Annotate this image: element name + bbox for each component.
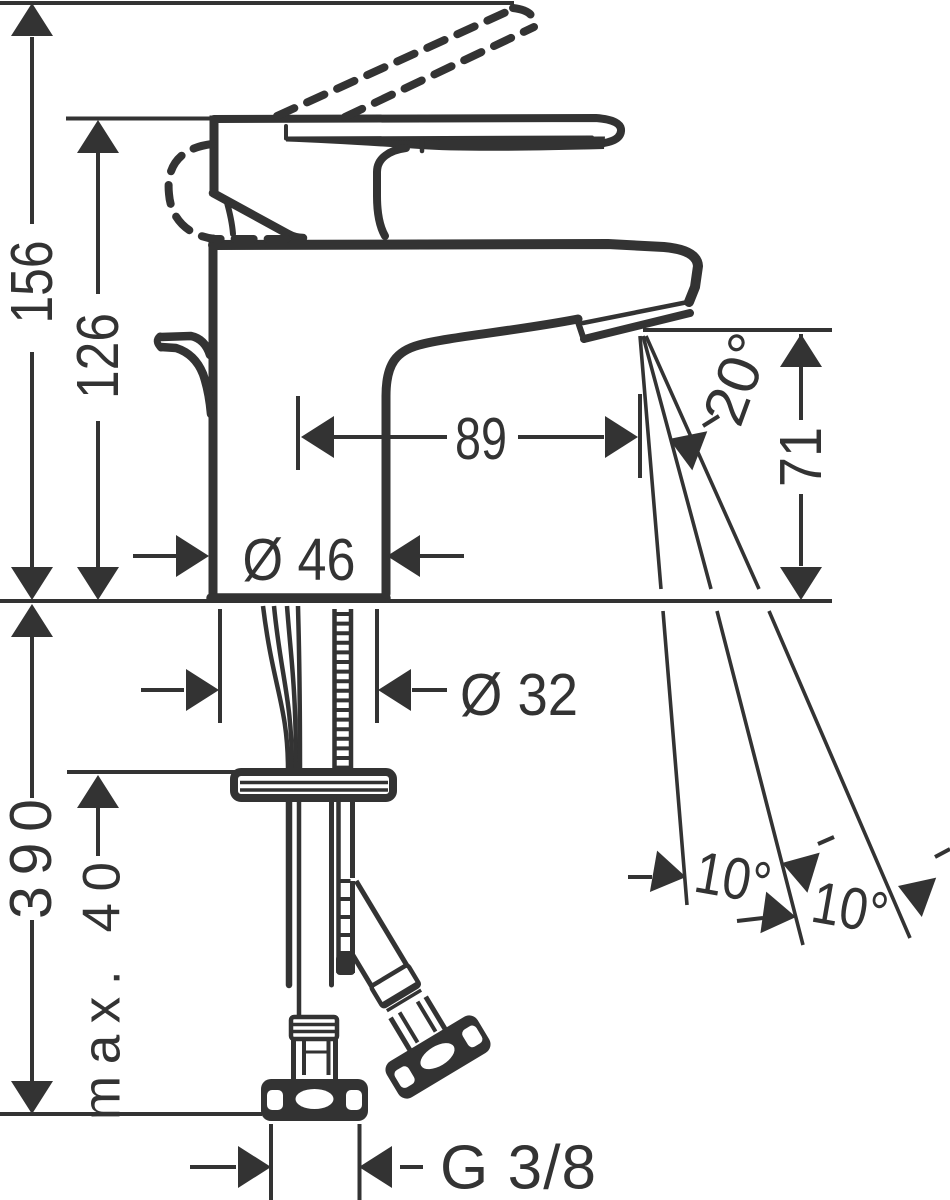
svg-text:390: 390 bbox=[0, 799, 64, 919]
svg-text:10°: 10° bbox=[690, 839, 776, 917]
svg-text:max. 40: max. 40 bbox=[73, 862, 132, 1120]
svg-text:10°: 10° bbox=[807, 869, 893, 947]
svg-text:G 3/8: G 3/8 bbox=[440, 1134, 596, 1200]
svg-text:126: 126 bbox=[65, 313, 131, 399]
svg-text:89: 89 bbox=[455, 406, 507, 472]
svg-text:20°: 20° bbox=[690, 324, 783, 433]
svg-text:Ø 46: Ø 46 bbox=[243, 527, 356, 593]
svg-text:156: 156 bbox=[0, 241, 65, 324]
svg-text:71: 71 bbox=[768, 427, 834, 487]
svg-text:Ø 32: Ø 32 bbox=[460, 662, 578, 728]
